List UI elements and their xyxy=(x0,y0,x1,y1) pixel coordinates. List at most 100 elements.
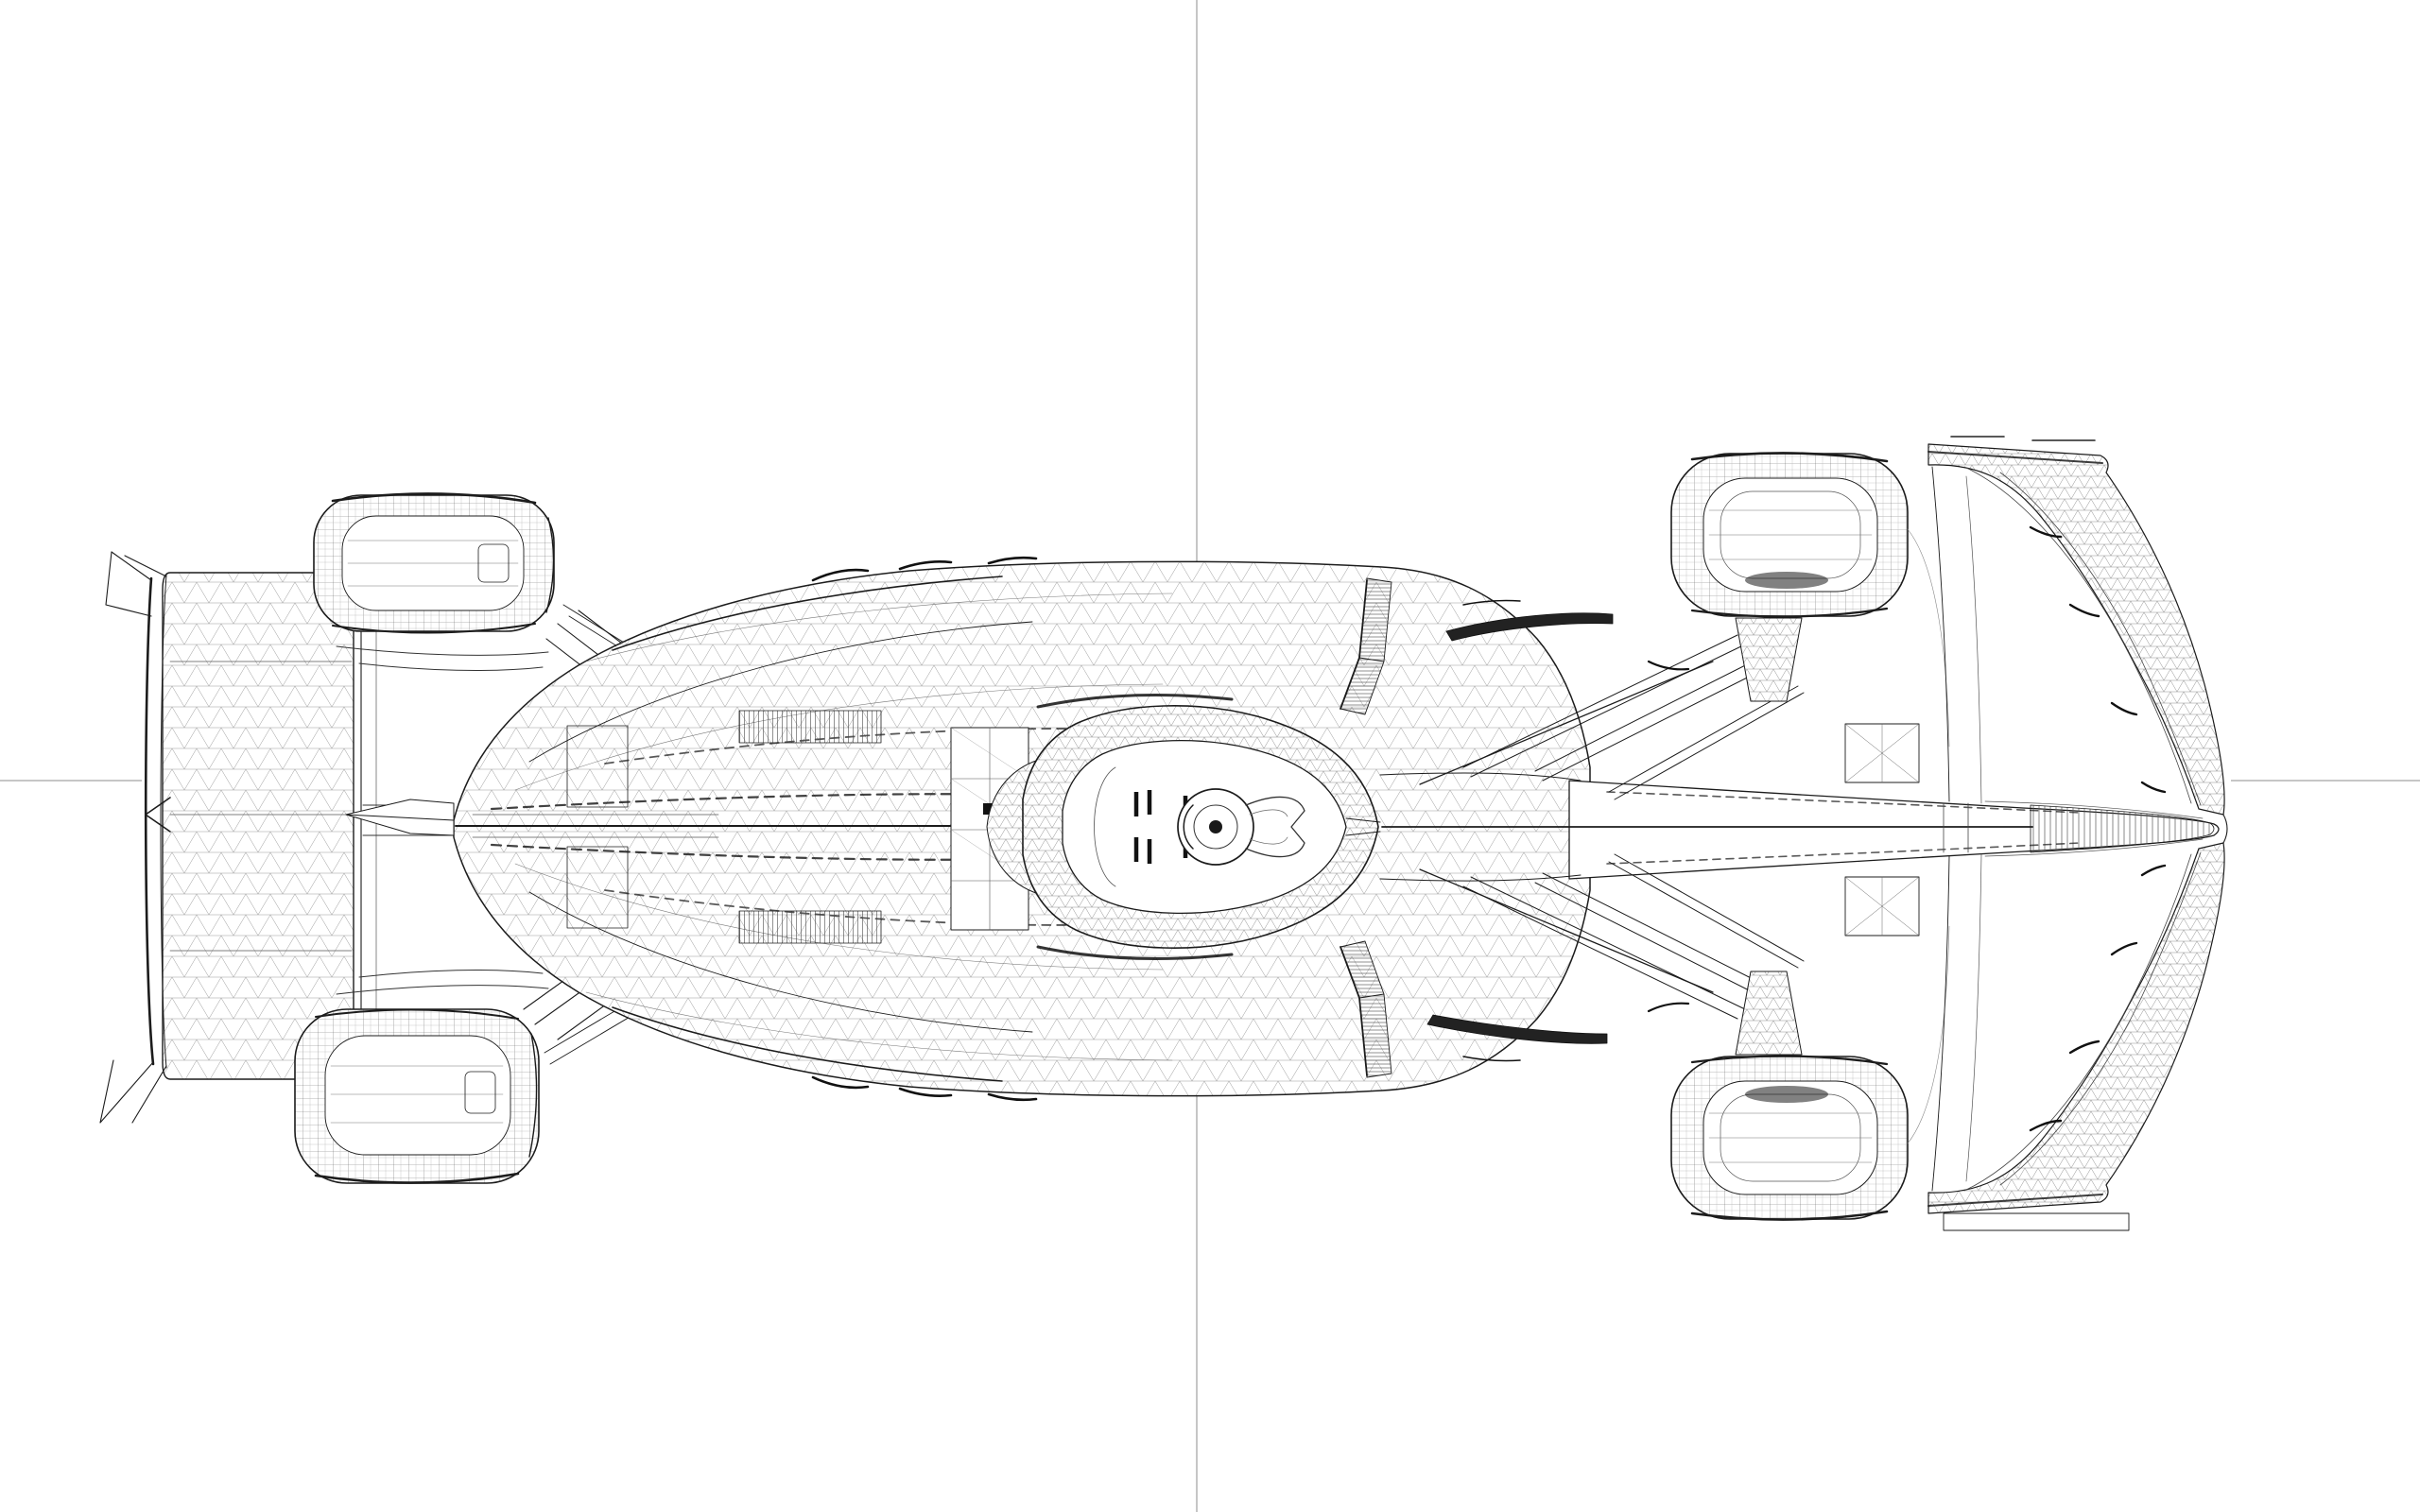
tire-inner-arc xyxy=(545,517,555,613)
inner-endplate-curve xyxy=(1965,853,1982,1182)
upright-top xyxy=(1735,617,1803,702)
rim-bands xyxy=(1708,1112,1873,1163)
rear-wing-flap-seams xyxy=(169,661,353,952)
wheel-flick-top xyxy=(1647,660,1690,671)
seat-back-curve xyxy=(1094,766,1116,887)
endplate-foot-bottom xyxy=(1943,1212,2130,1231)
tire-inner-arc xyxy=(528,1033,538,1158)
cooling-panel-top xyxy=(566,725,629,808)
tire-dark-edge-top xyxy=(315,1008,519,1020)
floor-edge-bottom xyxy=(612,1006,1003,1082)
cap-tabs-top xyxy=(1950,436,2096,441)
inner-endplate-curve xyxy=(1931,855,1950,1192)
wishbone-arm xyxy=(1534,651,1780,782)
brake-duct-top xyxy=(1844,723,1920,783)
rim-bands xyxy=(330,1065,504,1124)
body-flick-winglets xyxy=(811,556,1038,1102)
flick xyxy=(987,556,1038,565)
flick xyxy=(898,560,953,571)
flap-line xyxy=(1999,851,2202,1186)
track-rod xyxy=(1608,853,1805,969)
flick xyxy=(2029,1119,2063,1132)
strap-bottom-dark-edge xyxy=(1340,946,1368,1076)
flap-line xyxy=(1999,472,2202,806)
tire-dark-edge-bottom xyxy=(332,623,536,634)
rim-bands xyxy=(347,540,519,587)
pushrod xyxy=(1419,868,1714,993)
duct-mesh xyxy=(1844,723,1920,783)
nose-tip-rings xyxy=(2030,804,2215,853)
wheel-tether-top xyxy=(1907,528,1950,747)
flap-line xyxy=(1963,853,2192,1192)
shoulder-line-top xyxy=(528,621,1033,763)
halo-shadow-streak-top xyxy=(1036,694,1234,709)
endplate-blade-top xyxy=(1927,443,2225,816)
dashed-contour xyxy=(604,728,1116,765)
rim-bands xyxy=(1708,509,1873,560)
flick xyxy=(811,568,870,582)
strap-top-dark-edge xyxy=(1340,579,1368,710)
nose-body xyxy=(1568,780,2220,880)
nose-dashed-edge-top xyxy=(1606,791,2081,814)
front-wheel-bottom xyxy=(1670,1055,1909,1221)
spine-channel xyxy=(472,814,719,838)
wheel-flick-bottom xyxy=(1647,1002,1690,1013)
cooling-panel-bottom xyxy=(566,846,629,929)
flick xyxy=(811,1075,870,1090)
tire-dark-edge-bottom xyxy=(1690,607,1889,618)
rear-wheel-bottom xyxy=(294,1008,540,1184)
endplate-blade-bottom xyxy=(1927,842,2225,1214)
front-wheel-top xyxy=(1670,452,1909,618)
floor-edge-top xyxy=(612,576,1003,651)
rear-wing-endplate-edge xyxy=(144,576,155,1066)
diffuser-slats-top xyxy=(336,645,549,671)
louvre-strip-top xyxy=(738,710,882,744)
brake-duct-bottom xyxy=(1844,876,1920,936)
endplate-cap-top xyxy=(1927,451,2103,464)
endplate-cap-bottom xyxy=(1927,1194,2103,1207)
rear-wing-panel xyxy=(162,572,354,1080)
chassis-side-top xyxy=(1379,772,1582,782)
halo-front-stay xyxy=(1345,817,1381,836)
rim-shadow xyxy=(1745,572,1828,589)
tire-dark-edge-bottom xyxy=(314,1172,520,1184)
winglet-blade-bottom xyxy=(1426,1014,1608,1044)
f1-car-wireframe xyxy=(99,436,2228,1231)
flick xyxy=(2140,864,2167,877)
seat-belt-inner xyxy=(1249,809,1288,845)
flick xyxy=(2110,701,2138,716)
track-rod xyxy=(1608,685,1805,800)
rear-wing-bottom-flare xyxy=(99,1059,167,1124)
helmet-visor-arc xyxy=(1183,804,1194,850)
wing-pylon-lines xyxy=(1943,802,1969,853)
rear-wheel-top xyxy=(313,492,555,634)
dashed-contour xyxy=(604,889,1116,926)
tire-dark-edge-top xyxy=(331,492,537,505)
helmet-vent xyxy=(1209,820,1222,833)
tire-dark-edge-top xyxy=(1690,1055,1889,1066)
nose-dashed-edge-bottom xyxy=(1606,842,2081,865)
tail-cone xyxy=(345,799,455,836)
winglet-line-bottom xyxy=(1462,1056,1521,1062)
wing-tip-arc xyxy=(2222,814,2228,844)
wishbone-arm xyxy=(1534,872,1780,1003)
louvre-strip-bottom xyxy=(738,910,882,944)
chassis-nose xyxy=(1379,772,2220,882)
rear-wing-top-flare xyxy=(105,551,167,617)
flick xyxy=(987,1092,1038,1102)
pushrod xyxy=(1419,661,1714,785)
flick xyxy=(2068,603,2100,618)
flap-line xyxy=(1963,466,2192,804)
hub xyxy=(464,1071,496,1114)
hub xyxy=(477,543,510,583)
rim xyxy=(324,1035,511,1156)
tire-dark-edge-bottom xyxy=(1690,1210,1889,1221)
front-wing xyxy=(1927,436,2228,1231)
flow-line xyxy=(585,593,1173,662)
duct-mesh xyxy=(1844,876,1920,936)
rear-wing xyxy=(99,551,453,1124)
rear-wheels xyxy=(294,492,555,1184)
tire-dark-edge-top xyxy=(1690,452,1889,463)
